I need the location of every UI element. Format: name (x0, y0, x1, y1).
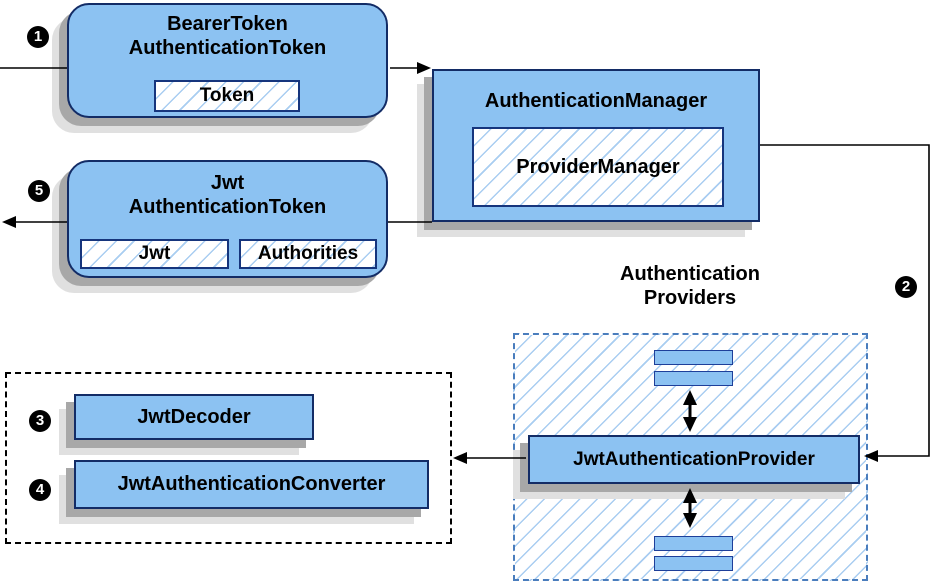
jwt-components-group: JwtDecoder JwtAuthenticationConverter (5, 372, 452, 544)
authentication-providers-label-line2: Providers (643, 287, 737, 309)
jwt-decoder-node: JwtDecoder (74, 394, 314, 440)
jwt-field: Jwt (80, 239, 229, 269)
step-4-badge: 4 (29, 479, 51, 501)
authentication-providers-group: JwtAuthenticationProvider (513, 333, 868, 581)
bearer-token-title-line2: AuthenticationToken (128, 37, 327, 59)
jwt-token-title-line1: Jwt (210, 172, 245, 194)
provider-placeholder-bar (654, 536, 733, 551)
jwt-authentication-provider-node: JwtAuthenticationProvider (528, 435, 860, 484)
provider-placeholder-bar (654, 350, 733, 365)
provider-placeholder-bar (654, 371, 733, 386)
provider-manager-field: ProviderManager (472, 127, 724, 207)
step-3-badge: 3 (29, 410, 51, 432)
jwt-authentication-converter-node: JwtAuthenticationConverter (74, 460, 429, 509)
token-field: Token (154, 80, 300, 112)
arrow-bearer-to-manager (390, 62, 431, 74)
authentication-providers-label-line1: Authentication (620, 263, 760, 285)
step-1-badge: 1 (27, 26, 49, 48)
bearer-token-title-line1: BearerToken (167, 13, 288, 35)
authorities-field: Authorities (239, 239, 377, 269)
arrow-outgoing-result (2, 216, 67, 228)
step-2-badge: 2 (895, 276, 917, 298)
bearer-token-authentication-token-node: BearerToken AuthenticationToken Token (67, 3, 388, 118)
authentication-manager-node: AuthenticationManager ProviderManager (432, 69, 760, 222)
provider-placeholder-bar (654, 556, 733, 571)
authentication-providers-label: Authentication Providers (565, 262, 815, 310)
jwt-authentication-token-node: Jwt AuthenticationToken Jwt Authorities (67, 160, 388, 278)
step-5-badge: 5 (28, 180, 50, 202)
authentication-manager-title: AuthenticationManager (484, 90, 708, 112)
jwt-token-title-line2: AuthenticationToken (128, 196, 327, 218)
